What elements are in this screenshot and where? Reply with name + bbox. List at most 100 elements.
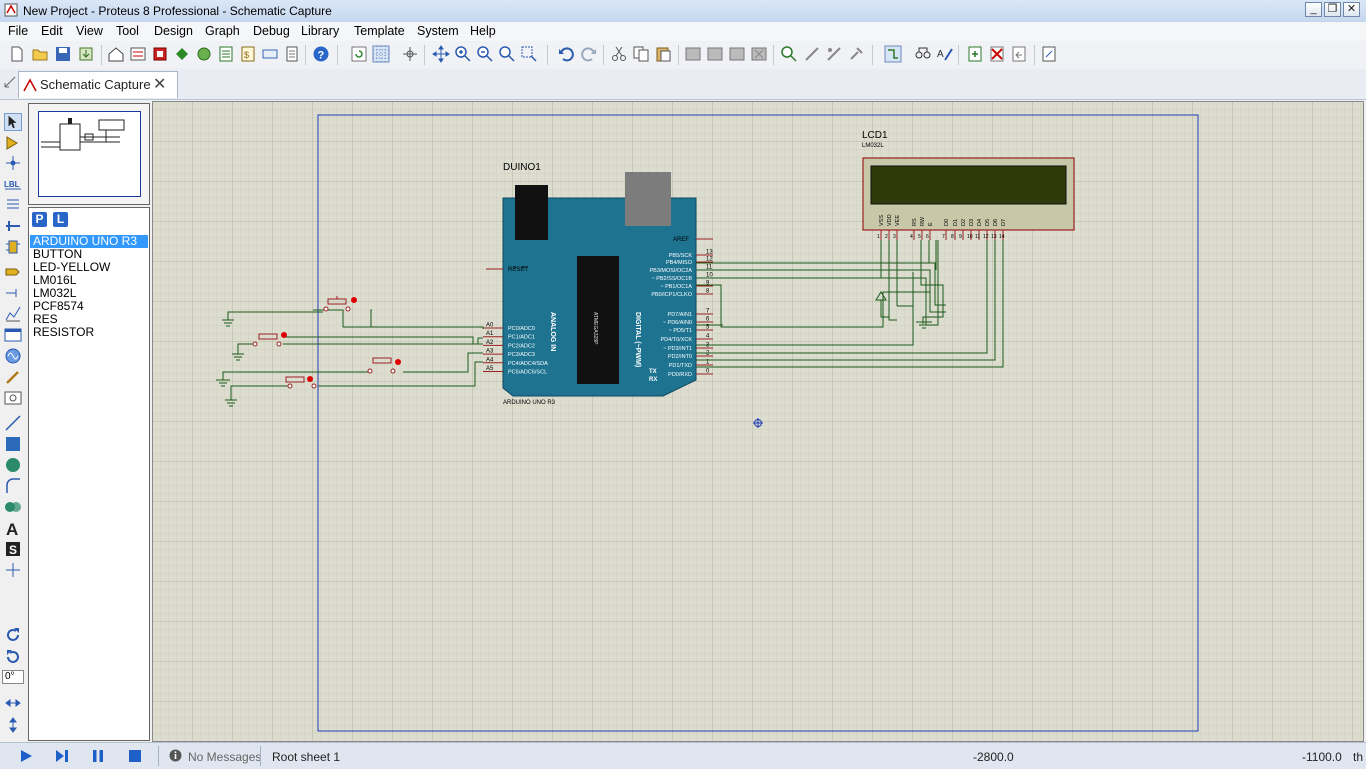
notes-icon[interactable] [283, 45, 301, 63]
property-assignment-icon[interactable]: A [936, 45, 954, 63]
step-icon[interactable] [54, 748, 70, 764]
menu-file[interactable]: File [8, 24, 29, 38]
selection-mode-icon[interactable] [4, 113, 22, 131]
menu-edit[interactable]: Edit [41, 24, 63, 38]
block-move-icon[interactable] [706, 45, 724, 63]
grid-toggle-icon[interactable] [372, 45, 390, 63]
device-list-item[interactable]: PCF8574 [33, 299, 84, 313]
play-icon[interactable] [18, 748, 34, 764]
block-rotate-icon[interactable] [728, 45, 746, 63]
zoom-all-icon[interactable] [498, 45, 516, 63]
minimize-button[interactable]: _ [1305, 2, 1322, 17]
menu-template[interactable]: Template [354, 24, 405, 38]
origin-icon[interactable] [401, 45, 419, 63]
path-tool-icon[interactable] [4, 498, 22, 516]
menu-tool[interactable]: Tool [116, 24, 139, 38]
new-file-icon[interactable] [8, 45, 26, 63]
schematic-drawing[interactable]: ATMEGA328P DUINO1 ARDUINO UNO R3 RESET A… [153, 102, 1363, 741]
copy-icon[interactable] [632, 45, 650, 63]
bom-icon[interactable] [217, 45, 235, 63]
home-icon[interactable] [107, 45, 125, 63]
schematic-icon[interactable] [129, 45, 147, 63]
help-icon[interactable]: ? [312, 45, 330, 63]
circle-tool-icon[interactable] [4, 456, 22, 474]
pick-device-icon[interactable] [780, 45, 798, 63]
device-list-item[interactable]: BUTTON [33, 247, 83, 261]
rotation-angle-field[interactable] [2, 670, 24, 684]
open-folder-icon[interactable] [31, 45, 49, 63]
schematic-canvas[interactable]: ATMEGA328P DUINO1 ARDUINO UNO R3 RESET A… [152, 101, 1364, 742]
text-tool-icon[interactable]: A [4, 519, 22, 537]
component-mode-icon[interactable] [4, 134, 22, 152]
design-explorer-icon[interactable] [1040, 45, 1058, 63]
terminals-icon[interactable] [4, 263, 22, 281]
decompose-icon[interactable] [847, 45, 865, 63]
block-copy-icon[interactable] [684, 45, 702, 63]
wire-label-icon[interactable]: LBL [4, 175, 22, 193]
3d-view-icon[interactable] [195, 45, 213, 63]
paste-icon[interactable] [654, 45, 672, 63]
box-tool-icon[interactable] [4, 435, 22, 453]
line-tool-icon[interactable] [4, 414, 22, 432]
messages-status[interactable]: No Messages [188, 750, 262, 764]
import-icon[interactable] [77, 45, 95, 63]
stop-icon[interactable] [127, 748, 143, 764]
push-button-2[interactable] [252, 332, 287, 347]
graph-mode-icon[interactable] [4, 305, 22, 323]
device-list-item[interactable]: LM032L [33, 286, 77, 300]
buses-icon[interactable] [4, 217, 22, 235]
mirror-vertical-icon[interactable] [4, 716, 22, 734]
make-device-icon[interactable] [803, 45, 821, 63]
restore-button[interactable]: ❐ [1324, 2, 1341, 17]
redo-icon[interactable] [580, 45, 598, 63]
mirror-horizontal-icon[interactable] [4, 694, 22, 712]
save-icon[interactable] [54, 45, 72, 63]
pan-icon[interactable] [432, 45, 450, 63]
junction-dot-icon[interactable] [4, 154, 22, 172]
gerber-icon[interactable] [173, 45, 191, 63]
push-button-3[interactable] [367, 357, 401, 374]
virtual-instrument-icon[interactable] [4, 389, 22, 407]
undo-icon[interactable] [557, 45, 575, 63]
zoom-out-icon[interactable] [476, 45, 494, 63]
source-code-icon[interactable]: $ [239, 45, 257, 63]
package-tool-icon[interactable] [825, 45, 843, 63]
marker-tool-icon[interactable] [4, 561, 22, 579]
refresh-icon[interactable] [350, 45, 368, 63]
pick-device-button[interactable]: P [32, 212, 47, 227]
device-list-item[interactable]: LED-YELLOW [33, 260, 111, 274]
menu-debug[interactable]: Debug [253, 24, 290, 38]
block-delete-icon[interactable] [750, 45, 768, 63]
menu-library[interactable]: Library [301, 24, 340, 38]
arc-tool-icon[interactable] [4, 477, 22, 495]
rotate-clockwise-icon[interactable] [4, 626, 22, 644]
tape-recorder-icon[interactable] [4, 326, 22, 344]
overview-window[interactable] [28, 103, 150, 205]
generator-icon[interactable] [4, 347, 22, 365]
search-tag-icon[interactable] [914, 45, 932, 63]
push-button-1[interactable] [323, 296, 357, 312]
lcd-lm032l-component[interactable]: LCD1 LM032L VSS1VDD2VEE3RS4RW5E6D07D18D2… [862, 130, 1075, 240]
wire-autorouter-icon[interactable] [884, 45, 902, 63]
device-list-item[interactable]: ARDUINO UNO R3 [30, 235, 148, 248]
menu-view[interactable]: View [76, 24, 103, 38]
new-sheet-icon[interactable] [966, 45, 984, 63]
subcircuit-icon[interactable] [4, 238, 22, 256]
menu-help[interactable]: Help [470, 24, 496, 38]
library-manager-button[interactable]: L [53, 212, 68, 227]
arduino-uno-component[interactable]: ATMEGA328P DUINO1 ARDUINO UNO R3 RESET A… [483, 162, 713, 406]
text-script-icon[interactable] [4, 196, 22, 214]
tab-schematic-capture[interactable]: Schematic Capture ✕ [18, 71, 178, 98]
menu-design[interactable]: Design [154, 24, 193, 38]
tab-close-icon[interactable]: ✕ [153, 76, 167, 93]
exit-to-parent-icon[interactable] [1010, 45, 1028, 63]
pcb-layout-icon[interactable] [151, 45, 169, 63]
push-button-4[interactable] [285, 376, 317, 389]
probe-icon[interactable] [4, 368, 22, 386]
symbol-tool-icon[interactable]: S [4, 540, 22, 558]
device-list-item[interactable]: RESISTOR [33, 325, 95, 339]
menu-graph[interactable]: Graph [205, 24, 240, 38]
zoom-area-icon[interactable] [520, 45, 538, 63]
tab-pin-icon[interactable] [3, 75, 17, 89]
rotate-anticlockwise-icon[interactable] [4, 648, 22, 666]
